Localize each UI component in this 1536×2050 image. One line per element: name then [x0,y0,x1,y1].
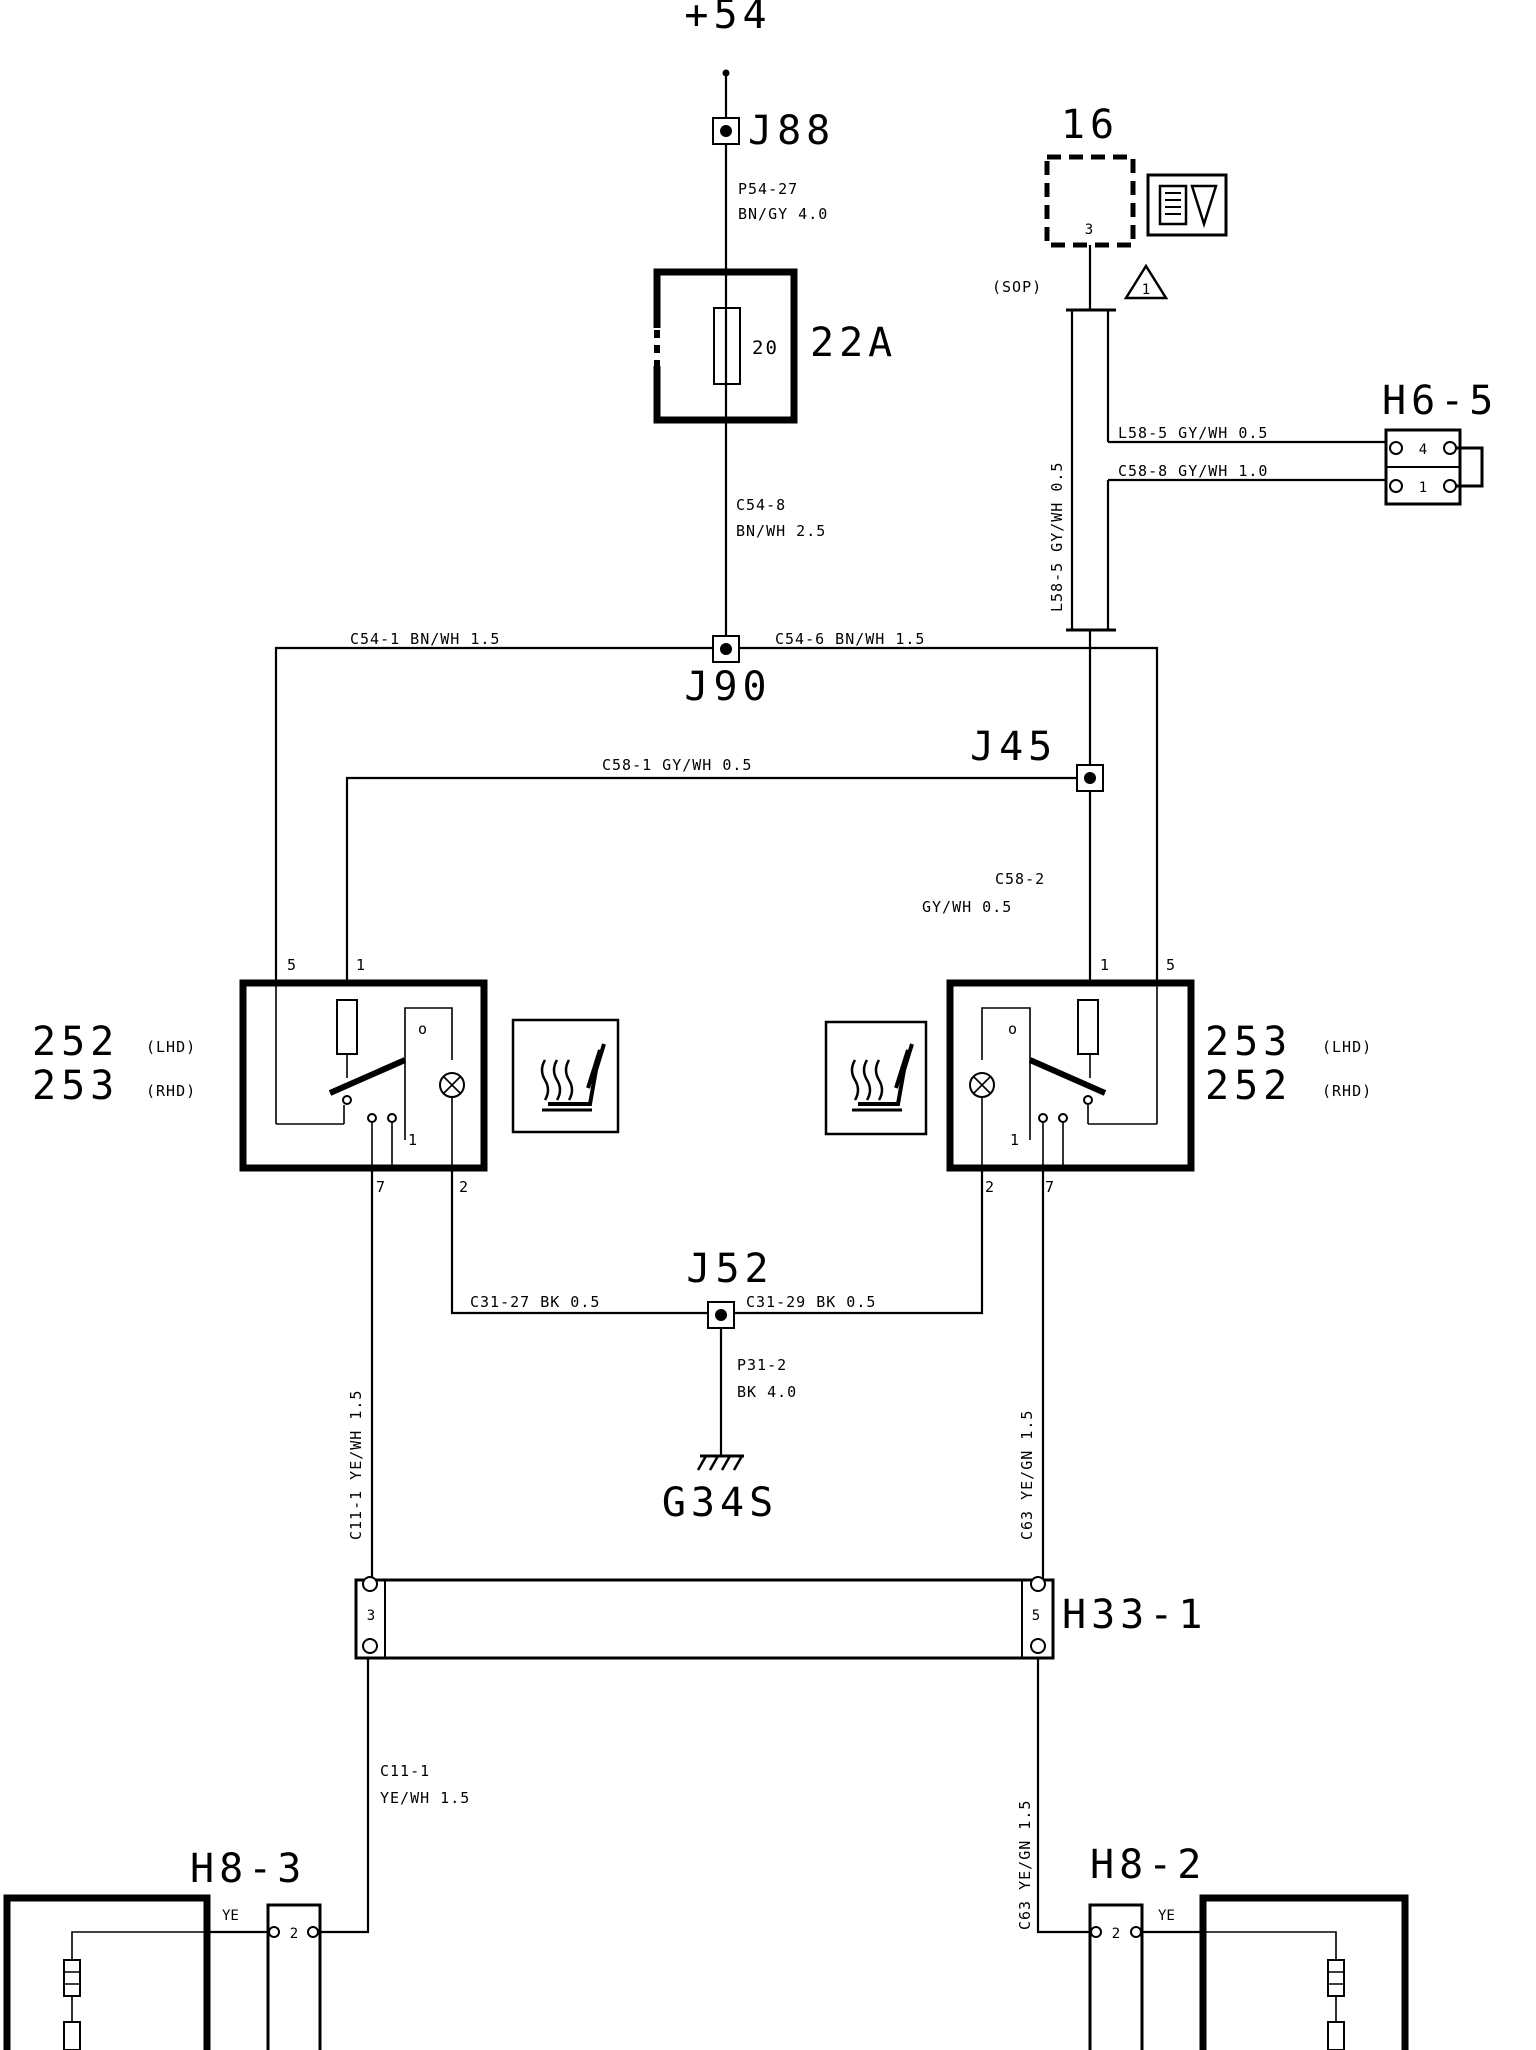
switch-right-pin-7: 7 [1045,1178,1055,1196]
wire-c54-8-spec: BN/WH 2.5 [736,522,826,540]
wire-p54-27-spec: BN/GY 4.0 [738,205,828,223]
wire-c54-1: C54-1 BN/WH 1.5 [350,630,500,648]
switch-left: o 1 [239,979,488,1172]
h8-2-color: YE [1158,1908,1175,1924]
seat-heater-icon [511,1018,620,1134]
h33-1-pin-3: 3 [367,1608,375,1624]
splice-j52 [707,1301,735,1329]
wire-c31-29: C31-29 BK 0.5 [746,1293,876,1311]
wire-c11-1-vertical: C11-1 YE/WH 1.5 [347,1390,365,1540]
ground-icon [696,1454,744,1471]
switch-left-pin-7: 7 [376,1178,386,1196]
wire-c11-1-id: C11-1 [380,1762,430,1780]
switch-right: o 1 [946,979,1195,1172]
seat-heater-icon [824,1020,928,1136]
splice-j52-label: J52 [686,1246,773,1292]
switch-right-pin-2: 2 [985,1178,995,1196]
switch-right-pin-1: 1 [1100,956,1110,974]
seat-heater-element-left [3,1894,211,2050]
wire-l58-5-vertical: L58-5 GY/WH 0.5 [1048,462,1066,612]
connector-h8-2: 2 [1088,1903,1144,2050]
warning-number: 1 [1142,282,1150,298]
switch-left-label-1: 252 [32,1019,119,1065]
wire-p31-2-id: P31-2 [737,1356,787,1374]
wire-c31-27: C31-27 BK 0.5 [470,1293,600,1311]
connector-h8-3: 2 [266,1903,322,2050]
wire-c54-6: C54-6 BN/WH 1.5 [775,630,925,648]
splice-j88-label: J88 [748,108,835,154]
splice-j88: J88 [712,108,835,154]
h6-5-pin-1: 1 [1419,480,1427,496]
warning-triangle-icon: 1 [1123,263,1169,300]
switch-left-tag-1: (LHD) [146,1038,196,1056]
switch-left-label-2: 253 [32,1063,119,1109]
fuse-label: 22A [810,320,897,366]
fuse-22a: 20 22A [650,268,897,424]
connector-h33-1: 3 5 [354,1576,1055,1660]
splice-j90 [712,635,740,663]
switch-left-pin-5: 5 [287,956,297,974]
splice-j45 [1076,764,1104,792]
wire-c58-8: C58-8 GY/WH 1.0 [1118,462,1268,480]
wire-p54-27-id: P54-27 [738,180,798,198]
sop-note: (SOP) [992,278,1042,296]
switch-right-tag-2: (RHD) [1322,1082,1372,1100]
switch-left-pin-o: o [418,1020,428,1038]
component-16: 3 [1044,154,1136,248]
h8-2-pin: 2 [1112,1926,1120,1942]
connector-h33-1-label: H33-1 [1062,1592,1207,1638]
fuse-rating: 20 [752,337,779,359]
wire-p31-2-spec: BK 4.0 [737,1383,797,1401]
wire-c63-vertical-lower: C63 YE/GN 1.5 [1016,1800,1034,1930]
connector-h6-5: 4 1 [1384,428,1484,506]
h33-1-pin-5: 5 [1032,1608,1040,1624]
splice-j90-label: J90 [684,664,771,710]
switch-left-pin-2: 2 [459,1178,469,1196]
supply-label: +54 [684,0,771,38]
switch-left-tag-2: (RHD) [146,1082,196,1100]
switch-right-pin-inner: 1 [1010,1131,1020,1149]
switch-right-pin-o: o [1008,1020,1018,1038]
h8-3-color: YE [222,1908,239,1924]
switch-right-label-1: 253 [1205,1019,1292,1065]
wire-c58-2-id: C58-2 [995,870,1045,888]
switch-right-pin-5: 5 [1166,956,1176,974]
ground-label: G34S [662,1480,778,1526]
switch-right-label-2: 252 [1205,1063,1292,1109]
connector-h8-3-label: H8-3 [190,1846,306,1892]
connector-h8-2-label: H8-2 [1090,1842,1206,1888]
wire-c63-vertical: C63 YE/GN 1.5 [1018,1410,1036,1540]
switch-left-pin-inner: 1 [408,1131,418,1149]
connector-h6-5-label: H6-5 [1382,378,1498,424]
component-16-pin: 3 [1085,222,1093,238]
switch-right-tag-1: (LHD) [1322,1038,1372,1056]
splice-j45-label: J45 [970,724,1057,770]
switch-left-pin-1: 1 [356,956,366,974]
h8-3-pin: 2 [290,1926,298,1942]
wire-c58-2-spec: GY/WH 0.5 [922,898,1012,916]
seat-heater-element-right [1199,1894,1409,2050]
wire-c11-1-spec: YE/WH 1.5 [380,1789,470,1807]
h6-5-pin-4: 4 [1419,442,1427,458]
display-icon [1146,173,1228,237]
wire-l58-5: L58-5 GY/WH 0.5 [1118,424,1268,442]
wire-c54-8-id: C54-8 [736,496,786,514]
wire-c58-1: C58-1 GY/WH 0.5 [602,756,752,774]
component-16-label: 16 [1061,102,1119,148]
